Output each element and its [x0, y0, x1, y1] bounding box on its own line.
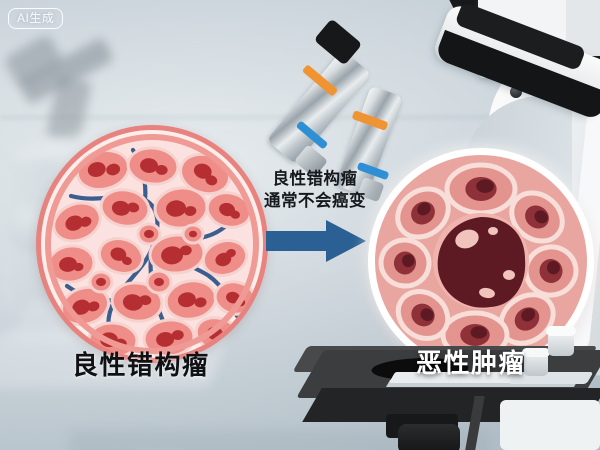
- malignant-central-mass: [433, 213, 529, 309]
- malignant-cell-nucleolus: [470, 326, 488, 339]
- ai-generated-badge: AI生成: [8, 8, 64, 29]
- malignant-cell: [509, 190, 565, 244]
- stage-column: [398, 424, 460, 450]
- transition-arrow-icon: [266, 220, 366, 262]
- malignant-cell: [395, 289, 451, 341]
- microscope-base: [500, 400, 600, 450]
- malignant-cell-nucleolus: [534, 210, 548, 224]
- malignant-cell-nucleolus: [546, 260, 560, 275]
- malignant-cell: [498, 292, 556, 346]
- malignant-mass-vacuole: [503, 270, 515, 280]
- malignant-cell-nucleolus: [401, 254, 415, 268]
- malignant-label: 恶性肿瘤: [416, 348, 527, 378]
- malignant-cell: [378, 237, 432, 289]
- malignant-cell: [395, 186, 451, 240]
- malignant-cell-nucleolus: [417, 202, 431, 216]
- malignant-cell-nucleolus: [521, 308, 536, 322]
- benign-tissue-circle: [36, 125, 268, 363]
- transition-caption: 良性错构瘤 通常不会癌变: [248, 168, 382, 212]
- benign-label: 良性错构瘤: [72, 350, 210, 380]
- malignant-cell: [444, 162, 518, 216]
- transition-caption-line-2: 通常不会癌变: [264, 192, 366, 210]
- malignant-cell: [523, 244, 579, 298]
- malignant-cells-svg: [378, 162, 579, 360]
- malignant-mass-vacuole: [479, 287, 495, 299]
- malignant-cell-nucleolus: [420, 308, 434, 322]
- malignant-mass-vacuole: [455, 229, 479, 249]
- malignant-cell-group: [375, 155, 587, 367]
- malignant-mass-vacuole: [488, 227, 498, 235]
- transition-caption-line-1: 良性错构瘤: [272, 170, 358, 188]
- slide-clip-knob-small-top: [522, 348, 550, 357]
- benign-tissue-rim: [45, 134, 259, 354]
- slide-clip-knob-large-top: [546, 326, 576, 336]
- malignant-cell-nucleolus: [476, 179, 494, 193]
